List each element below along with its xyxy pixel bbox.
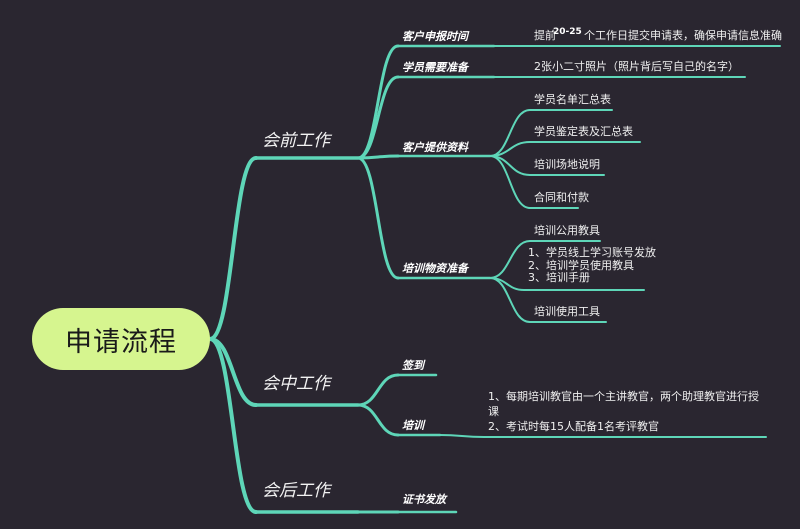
leaf-training-line3: 2、考试时每15人配备1名考评教官: [488, 420, 659, 433]
connector-root-after: [208, 337, 258, 514]
leaf-client-docs: 学员鉴定表及汇总表: [534, 125, 633, 138]
leaf-client-docs: 培训场地说明: [534, 158, 600, 171]
category-signin[interactable]: 签到: [402, 359, 424, 372]
connector-root-before: [208, 156, 258, 341]
connector-before-apply-time: [356, 44, 400, 160]
root-node[interactable]: 申请流程: [32, 308, 210, 370]
connector-before-student-prep: [356, 75, 400, 160]
category-client-docs[interactable]: 客户提供资料: [402, 141, 468, 154]
section-during-label[interactable]: 会中工作: [262, 374, 330, 394]
leaf-materials-list-item: 3、培训手册: [528, 271, 590, 284]
leaf-apply-time-prefix: 提前: [534, 29, 556, 42]
category-apply-time[interactable]: 客户申报时间: [402, 30, 468, 43]
connector-before-materials: [356, 156, 400, 280]
leaf-apply-time-rest: 个工作日提交申请表，确保申请信息准确: [584, 29, 782, 42]
leaf-materials-list-item: 1、学员线上学习账号发放: [528, 246, 656, 259]
section-before-label[interactable]: 会前工作: [262, 131, 330, 151]
category-training[interactable]: 培训: [402, 419, 424, 432]
connector-during-signin: [356, 373, 400, 407]
root-label: 申请流程: [65, 326, 177, 358]
connector-before-client-docs: [356, 154, 400, 160]
connector-during-training: [356, 403, 400, 437]
leaf-client-docs: 合同和付款: [534, 191, 589, 204]
leaf-training-line2: 课: [488, 405, 499, 418]
leaf-training-line1: 1、每期培训教官由一个主讲教官，两个助理教官进行授: [488, 390, 759, 403]
leaf-materials-top: 培训公用教具: [534, 224, 600, 237]
connector-leaf: [489, 277, 531, 323]
leaf-materials-bottom: 培训使用工具: [534, 305, 600, 318]
category-materials[interactable]: 培训物资准备: [402, 262, 468, 275]
leaf-materials-list-item: 2、培训学员使用教具: [528, 259, 634, 272]
category-certificate[interactable]: 证书发放: [402, 493, 446, 506]
leaf-apply-time-days: 20-25: [553, 27, 582, 37]
section-after-label[interactable]: 会后工作: [262, 481, 330, 501]
leaf-student-prep: 2张小二寸照片（照片背后写自己的名字）: [534, 60, 739, 73]
connector-leaf: [439, 434, 485, 438]
category-student-prep[interactable]: 学员需要准备: [402, 61, 468, 74]
leaf-client-docs: 学员名单汇总表: [534, 93, 611, 106]
connector-leaf: [489, 155, 531, 209]
connector-leaf: [489, 240, 531, 279]
